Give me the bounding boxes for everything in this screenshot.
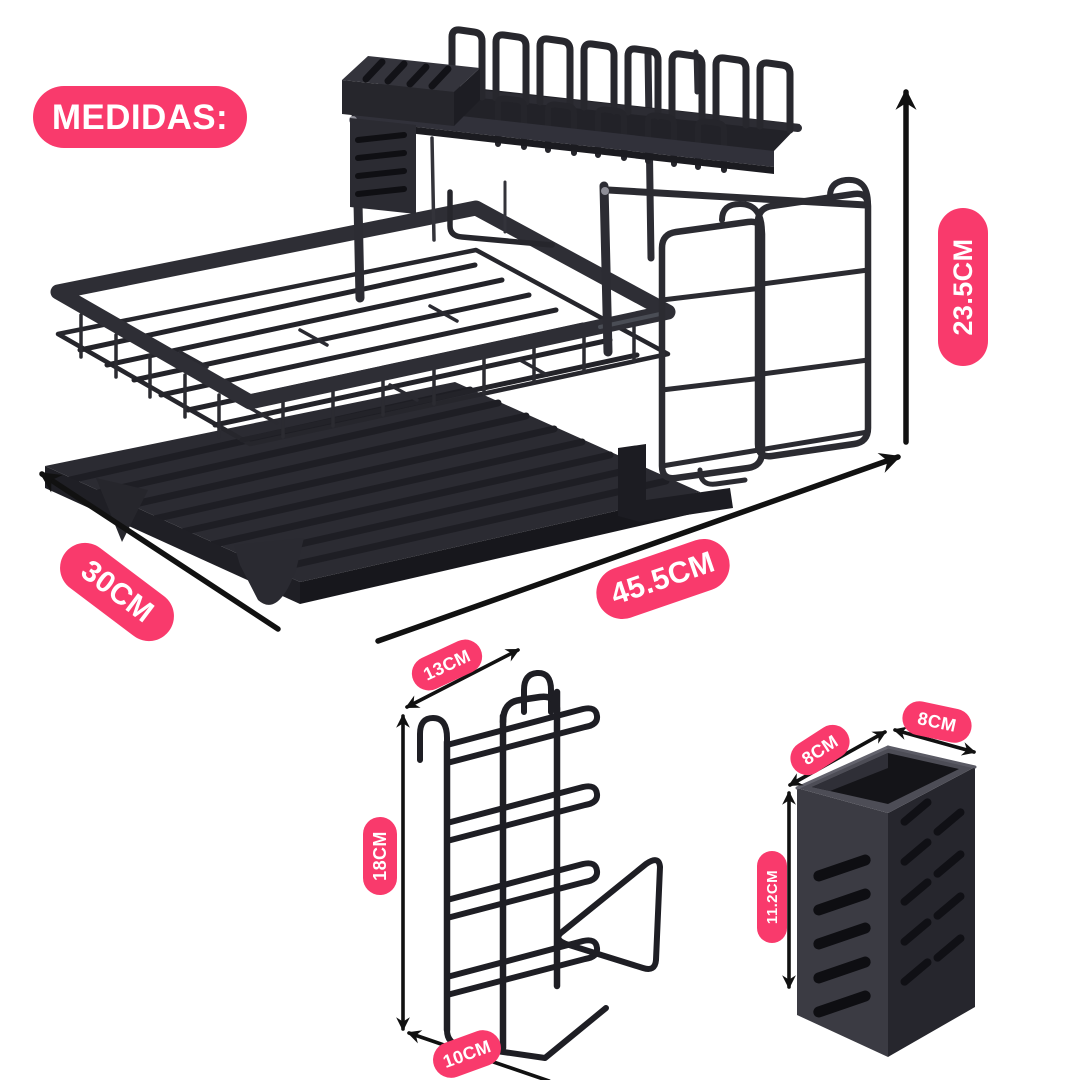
rack-drain-tray [45, 382, 733, 605]
main-rack-illustration [45, 26, 872, 605]
cup-height-pill: 11.2CM [757, 851, 787, 943]
rack-cutlery-box [342, 56, 480, 214]
rack-lower-basket [50, 180, 676, 447]
cup-width-arrow [893, 726, 976, 756]
board-holder-illustration [417, 669, 663, 1061]
utensil-cup-illustration [795, 745, 977, 1057]
rack-width-arrow [375, 453, 901, 644]
rack-depth-arrow [39, 471, 281, 632]
title-pill: MEDIDAS: [33, 86, 247, 148]
rack-height-pill: 23.5CM [938, 208, 988, 366]
holder-width-arrow [405, 648, 520, 709]
rack-cup-holder [658, 176, 872, 487]
holder-height-pill: 18CM [363, 817, 397, 895]
